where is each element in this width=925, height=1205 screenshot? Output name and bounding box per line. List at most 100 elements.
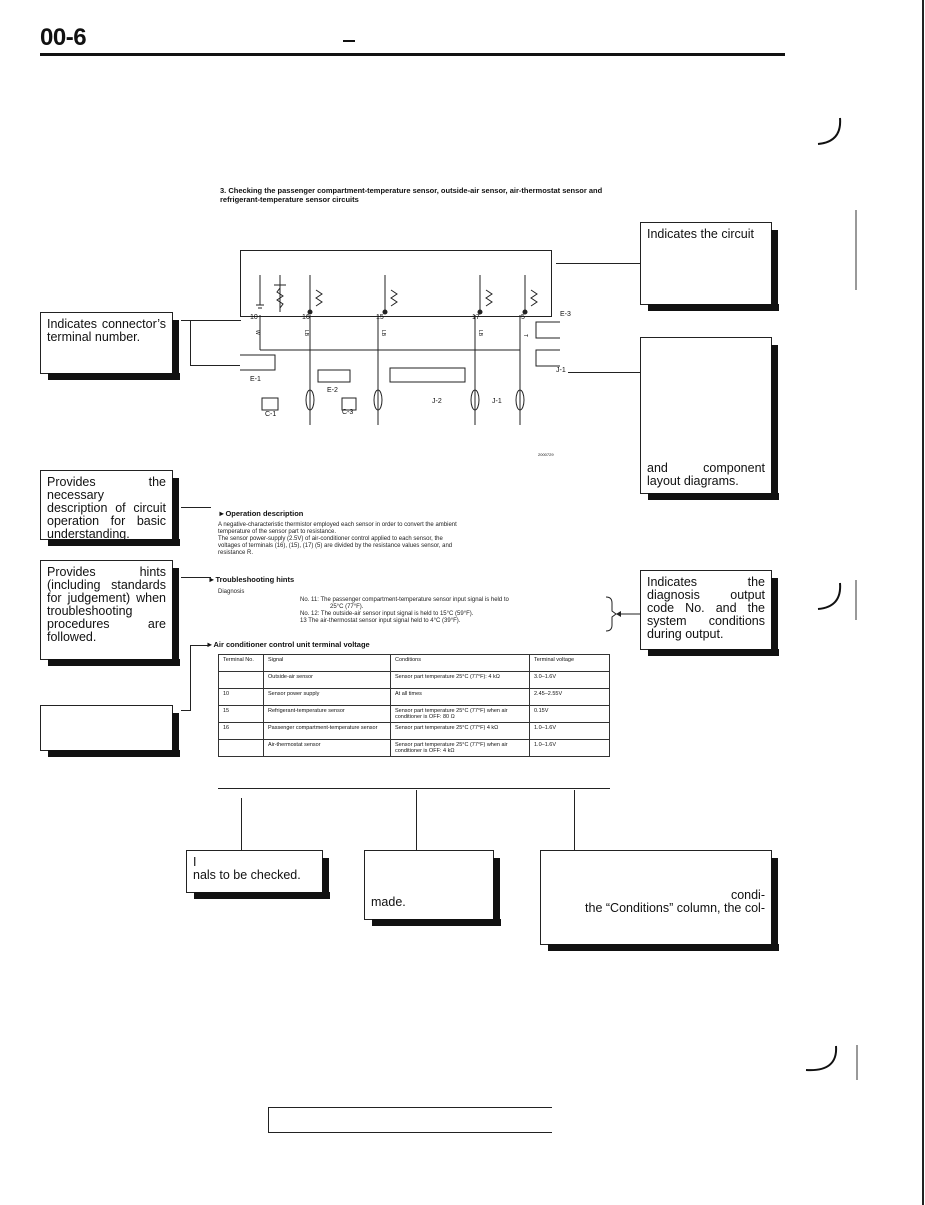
operation-heading: ►Operation description [218,509,304,518]
leader-line [568,372,640,373]
connector-label: E-1 [250,376,261,383]
leader-line [190,320,191,365]
margin-line [855,210,857,290]
callout-terminals-checked: I nals to be checked. [186,850,330,899]
callout-text: Provides the necessary description of ci… [47,475,166,541]
connector-label: C-1 [265,411,277,418]
wire-color: T [522,334,528,338]
diagnosis-item: No. 12: The outside-air sensor input sig… [300,611,474,617]
terminal-label: 15 [376,314,384,321]
table-cell: 1.0–1.6V [529,722,610,740]
binder-curve-mid [817,582,842,610]
leader-line [190,645,210,646]
callout-conditions: condi- the “Conditions” column, the col- [540,850,779,951]
table-cell: 10 [218,688,264,706]
terminal-label: 17 [472,314,480,321]
table-cell: Sensor part temperature 25°C (77°F) when… [390,739,530,757]
leader-line [556,263,640,264]
table-row: 15 Refrigerant-temperature sensor Sensor… [218,705,610,723]
callout-text: condi- [730,888,765,902]
table-cell: At all times [390,688,530,706]
callout-text: I [193,855,197,869]
footer-box [268,1107,552,1133]
leader-line [181,507,211,508]
table-row: Air-thermostat sensor Sensor part temper… [218,739,610,757]
callout-text: Indicates connector’s terminal number. [47,317,166,344]
table-cell: 0.15V [529,705,610,723]
terminal-label: 5 [521,314,525,321]
callout-layout: and component layout diagrams. [640,337,779,500]
troubleshooting-items: No. 11: The passenger compartment-temper… [300,597,610,625]
diagnosis-item: 25°C (77°F). [330,604,364,610]
page-number: 00-6 [40,24,87,51]
leader-line [190,645,191,710]
table-header: Conditions [390,654,530,672]
troubleshooting-heading-text: Troubleshooting hints [215,575,295,584]
voltage-table: Terminal No. Signal Conditions Terminal … [218,654,610,757]
table-cell: 16 [218,722,264,740]
callout-blank [40,705,180,757]
wire-color: LB [303,330,309,337]
leader-line [181,577,211,578]
callout-description: Provides the necessary description of ci… [40,470,180,546]
operation-text: A negative-characteristic thermistor emp… [218,522,610,557]
leader-line [190,365,240,366]
table-header: Terminal No. [218,654,264,672]
table-header-row: Terminal No. Signal Conditions Terminal … [218,654,610,672]
connector-label: C-3 [342,409,354,416]
diagnosis-item: No. 11: The passenger compartment-temper… [300,597,509,603]
figure-code: 2000729 [538,452,554,457]
table-row: Outside-air sensor Sensor part temperatu… [218,671,610,689]
table-cell: Sensor part temperature 25°C (77°F) 4 kΩ [390,722,530,740]
page-edge-rule [922,0,924,1205]
table-bottom-rule [218,788,610,789]
callout-diagnosis-output: Indicates the diagnosis output code No. … [640,570,779,656]
operation-heading-text: Operation description [225,509,304,518]
header-dash [343,40,355,42]
figure-title-text: Checking the passenger compartment-tempe… [220,186,603,204]
troubleshooting-heading: ►Troubleshooting hints [208,575,295,584]
callout-circuit: Indicates the circuit [640,222,779,311]
callout-text: and component layout diagrams. [647,461,765,488]
control-unit-box [240,250,552,317]
voltage-table-heading: ►Air conditioner control unit terminal v… [206,640,370,649]
callout-made: made. [364,850,501,926]
table-cell [218,739,264,757]
table-cell: 15 [218,705,264,723]
leader-line [574,790,575,850]
table-cell: Outside-air sensor [263,671,391,689]
table-header: Terminal voltage [529,654,610,672]
circuit-diagram [240,275,560,425]
operation-line: temperature of the sensor part to resist… [218,529,337,535]
terminal-label: 10 [250,314,258,321]
table-cell: 2.45–2.55V [529,688,610,706]
table-row: 10 Sensor power supply At all times 2.45… [218,688,610,706]
table-header: Signal [263,654,391,672]
table-cell: Sensor part temperature 25°C (77°F) when… [390,705,530,723]
wire-color: LB [477,330,483,337]
voltage-table-heading-text: Air conditioner control unit terminal vo… [213,640,370,649]
leader-line [416,790,417,850]
margin-line [856,1045,858,1080]
figure-title: 3. Checking the passenger compartment-te… [220,186,610,204]
table-cell: 1.0–1.6V [529,739,610,757]
callout-text: made. [371,895,406,909]
header-rule [40,53,785,56]
leader-line [181,710,191,711]
operation-line: voltages of terminals (16), (15), (17) (… [218,543,453,549]
connector-label: E-2 [327,387,338,394]
table-cell: Air-thermostat sensor [263,739,391,757]
operation-line: The sensor power-supply (2.5V) of air-co… [218,536,443,542]
connector-label: J-1 [492,398,502,405]
table-cell: Refrigerant-temperature sensor [263,705,391,723]
callout-terminal-number: Indicates connector’s terminal number. [40,312,180,380]
connector-label: J-2 [432,398,442,405]
operation-line: resistance R. [218,550,254,556]
callout-text: the “Conditions” column, the col- [585,901,765,915]
terminal-label: 16 [302,314,310,321]
operation-line: A negative-characteristic thermistor emp… [218,522,457,528]
table-cell: Sensor power supply [263,688,391,706]
table-cell: Sensor part temperature 25°C (77°F): 4 k… [390,671,530,689]
callout-text: Indicates the circuit [647,227,754,241]
diagnosis-bracket [605,596,640,632]
